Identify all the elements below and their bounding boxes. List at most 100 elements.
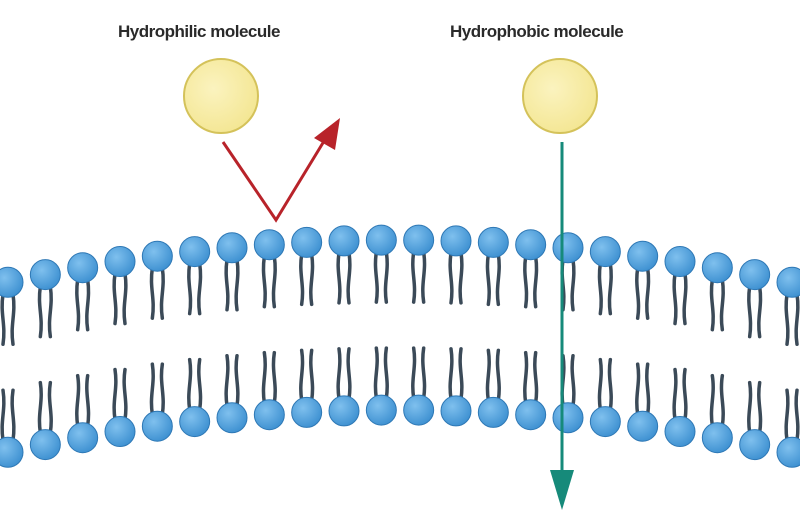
fatty-acid-tail (236, 356, 238, 406)
fatty-acid-tail (599, 360, 601, 410)
fatty-acid-tail (572, 356, 574, 406)
phosphate-head (180, 237, 210, 267)
fatty-acid-tail (151, 268, 153, 318)
phosphate-head (366, 395, 396, 425)
inner-phospholipid-5 (180, 360, 210, 437)
fatty-acid-tail (87, 280, 89, 330)
fatty-acid-tail (301, 254, 303, 304)
outer-phospholipid-10 (366, 225, 396, 302)
inner-phospholipid-7 (254, 353, 284, 430)
fatty-acid-tail (721, 376, 723, 426)
fatty-acid-tail (796, 390, 798, 440)
fatty-acid-tail (497, 254, 499, 304)
hydrophilic-molecule (184, 59, 258, 133)
inner-phospholipid-17 (628, 364, 658, 441)
outer-phospholipid-16 (590, 237, 620, 314)
phosphate-head (553, 403, 583, 433)
phosphate-head (777, 437, 800, 467)
fatty-acid-tail (87, 376, 89, 426)
fatty-acid-tail (77, 280, 79, 330)
fatty-acid-tail (674, 370, 676, 420)
fatty-acid-tail (2, 390, 4, 440)
fatty-acid-tail (385, 252, 387, 302)
inner-phospholipid-14 (516, 353, 546, 430)
phosphate-head (478, 227, 508, 257)
fatty-acid-tail (599, 264, 601, 314)
inner-phospholipid-6 (217, 356, 247, 433)
phosphate-head (68, 423, 98, 453)
phosphate-head (702, 423, 732, 453)
phosphate-head (142, 411, 172, 441)
outer-phospholipid-1 (30, 260, 60, 337)
fatty-acid-tail (375, 348, 377, 398)
inner-phospholipid-0 (0, 390, 23, 467)
fatty-acid-tail (226, 356, 228, 406)
outer-phospholipid-11 (404, 225, 434, 302)
fatty-acid-tail (49, 287, 51, 337)
pass-through-arrow-head (550, 470, 574, 510)
fatty-acid-tail (39, 287, 41, 337)
fatty-acid-tail (759, 383, 761, 433)
phosphate-head (292, 397, 322, 427)
outer-phospholipid-2 (68, 253, 98, 330)
phosphate-head (628, 241, 658, 271)
phosphate-head (30, 430, 60, 460)
phosphate-head (628, 411, 658, 441)
fatty-acid-tail (189, 360, 191, 410)
fatty-acid-tail (684, 370, 686, 420)
repelled-arrow (223, 128, 332, 220)
fatty-acid-tail (647, 268, 649, 318)
phosphate-head (105, 417, 135, 447)
outer-phospholipid-9 (329, 226, 359, 303)
fatty-acid-tail (609, 264, 611, 314)
phosphate-head (30, 260, 60, 290)
fatty-acid-tail (786, 390, 788, 440)
phosphate-head (441, 226, 471, 256)
phosphate-head (590, 407, 620, 437)
fatty-acid-tail (338, 253, 340, 303)
outer-phospholipid-17 (628, 241, 658, 318)
inner-phospholipid-20 (740, 383, 770, 460)
fatty-acid-tail (759, 287, 761, 337)
repelled-arrow-head (314, 118, 340, 150)
inner-phospholipid-19 (702, 376, 732, 453)
fatty-acid-tail (375, 252, 377, 302)
fatty-acid-tail (487, 350, 489, 400)
fatty-acid-tail (348, 253, 350, 303)
phosphate-head (553, 233, 583, 263)
phosphate-head (105, 247, 135, 277)
outer-phospholipid-21 (777, 267, 800, 344)
lipid-bilayer (0, 225, 800, 467)
fatty-acid-tail (423, 348, 425, 398)
outer-phospholipid-14 (516, 230, 546, 307)
fatty-acid-tail (487, 254, 489, 304)
fatty-acid-tail (637, 268, 639, 318)
fatty-acid-tail (535, 353, 537, 403)
fatty-acid-tail (684, 274, 686, 324)
phosphate-head (292, 227, 322, 257)
fatty-acid-tail (311, 350, 313, 400)
fatty-acid-tail (749, 383, 751, 433)
fatty-acid-tail (77, 376, 79, 426)
phosphate-head (254, 400, 284, 430)
fatty-acid-tail (226, 260, 228, 310)
fatty-acid-tail (2, 294, 4, 344)
outer-phospholipid-3 (105, 247, 135, 324)
inner-phospholipid-1 (30, 383, 60, 460)
inner-phospholipid-3 (105, 370, 135, 447)
phosphate-head (777, 267, 800, 297)
phosphate-head (68, 253, 98, 283)
outer-phospholipid-8 (292, 227, 322, 304)
fatty-acid-tail (711, 376, 713, 426)
outer-phospholipid-15 (553, 233, 583, 310)
fatty-acid-tail (460, 349, 462, 399)
fatty-acid-tail (189, 264, 191, 314)
fatty-acid-tail (525, 353, 527, 403)
fatty-acid-tail (609, 360, 611, 410)
fatty-acid-tail (49, 383, 51, 433)
phosphate-head (441, 396, 471, 426)
phosphate-head (217, 233, 247, 263)
fatty-acid-tail (637, 364, 639, 414)
outer-phospholipid-13 (478, 227, 508, 304)
